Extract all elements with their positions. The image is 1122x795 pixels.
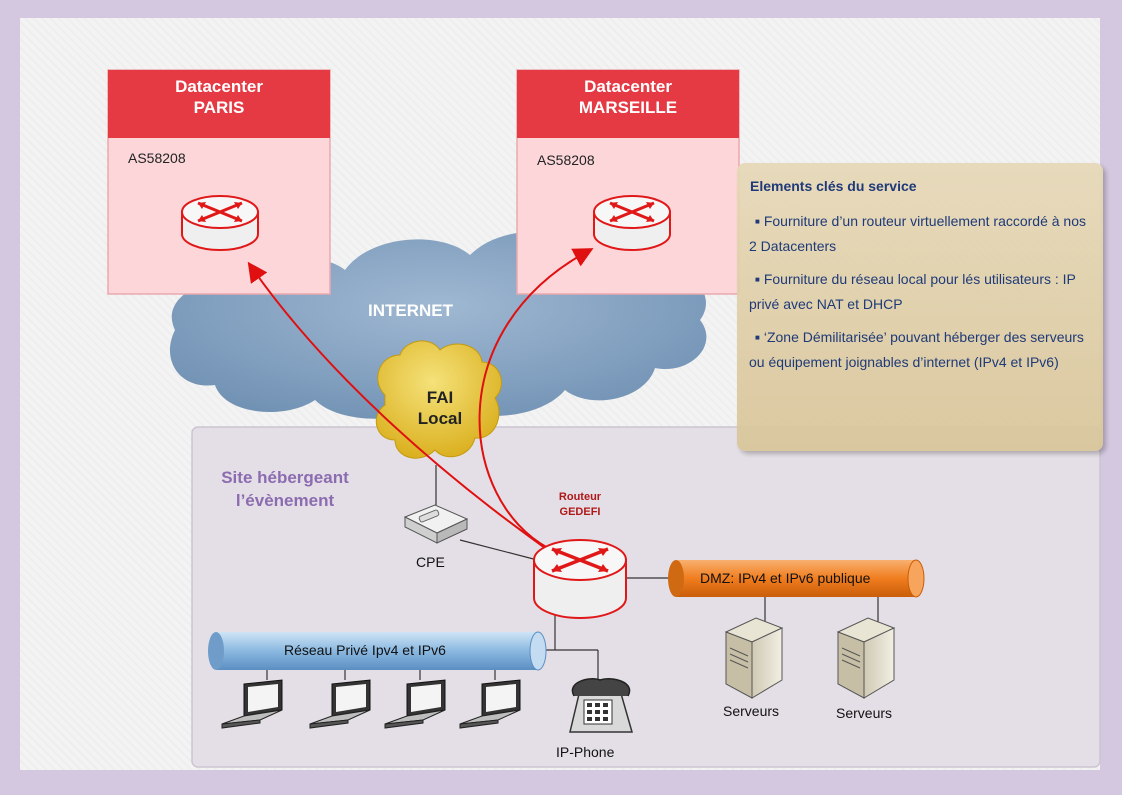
route-to-marseille	[478, 248, 594, 549]
ip-phone-icon	[569, 678, 633, 733]
cpe-modem-icon	[403, 504, 469, 544]
cpe-label: CPE	[416, 554, 445, 570]
dmz-pipe	[668, 559, 925, 598]
private-network-label: Réseau Privé Ipv4 et IPv6	[284, 642, 446, 658]
datacenter-paris-box	[107, 69, 331, 295]
router-gedefi-label-line1: Routeur	[558, 491, 602, 503]
key-elements-box	[737, 163, 1103, 451]
key-elements-item: ■‘Zone Démilitarisée’ pouvant héberger d…	[749, 325, 1097, 374]
router-paris-icon	[181, 195, 259, 251]
key-elements-item-text: ‘Zone Démilitarisée’ pouvant héberger de…	[749, 329, 1084, 371]
fai-label-line1: FAI	[426, 388, 454, 407]
router-gedefi-icon	[533, 539, 627, 619]
datacenter-paris-title: Datacenter PARIS	[108, 76, 330, 118]
private-network-pipe	[208, 631, 547, 671]
laptop-icon	[459, 679, 521, 729]
laptop-icon	[309, 679, 371, 729]
site-title-line2: l’évènement	[235, 491, 335, 510]
datacenter-paris-as: AS58208	[128, 150, 186, 166]
key-elements-item-text: Fourniture d’un routeur virtuellement ra…	[749, 213, 1087, 255]
route-to-paris	[247, 261, 546, 549]
fai-cloud	[375, 340, 502, 459]
site-title: Site hébergeant l’évènement	[200, 466, 370, 512]
server-label: Serveurs	[836, 705, 893, 721]
router-gedefi-label-line2: GEDEFI	[559, 506, 601, 518]
fai-label-line2: Local	[417, 409, 463, 428]
laptop-icon	[221, 679, 283, 729]
fai-label: FAI Local	[405, 387, 475, 429]
site-title-line1: Site hébergeant	[221, 468, 349, 487]
internet-label: INTERNET	[368, 301, 453, 320]
dmz-label: DMZ: IPv4 et IPv6 publique	[700, 570, 871, 586]
bullet-icon: ■	[755, 275, 760, 285]
datacenter-marseille-title-line2: MARSEILLE	[578, 98, 678, 117]
datacenter-marseille-title-line1: Datacenter	[584, 77, 672, 96]
server-icon	[836, 617, 896, 699]
bullet-icon: ■	[755, 333, 760, 343]
router-marseille-icon	[593, 195, 671, 251]
key-elements-item: ■Fourniture d’un routeur virtuellement r…	[749, 209, 1097, 258]
datacenter-paris-title-line1: Datacenter	[175, 77, 263, 96]
bullet-icon: ■	[755, 217, 760, 227]
router-gedefi-label: Routeur GEDEFI	[545, 490, 615, 520]
datacenter-paris-title-line2: PARIS	[193, 98, 245, 117]
datacenter-marseille-box	[516, 69, 740, 295]
datacenter-marseille-title: Datacenter MARSEILLE	[517, 76, 739, 118]
laptop-icon	[384, 679, 446, 729]
server-label: Serveurs	[723, 703, 780, 719]
key-elements-item-text: Fourniture du réseau local pour lés util…	[749, 271, 1076, 313]
key-elements-title: Elements clés du service	[750, 178, 917, 194]
laptop-group	[221, 679, 521, 729]
datacenter-marseille-as: AS58208	[537, 152, 595, 168]
ip-phone-label: IP-Phone	[556, 744, 615, 760]
server-icon	[724, 617, 784, 699]
key-elements-item: ■Fourniture du réseau local pour lés uti…	[749, 267, 1097, 316]
